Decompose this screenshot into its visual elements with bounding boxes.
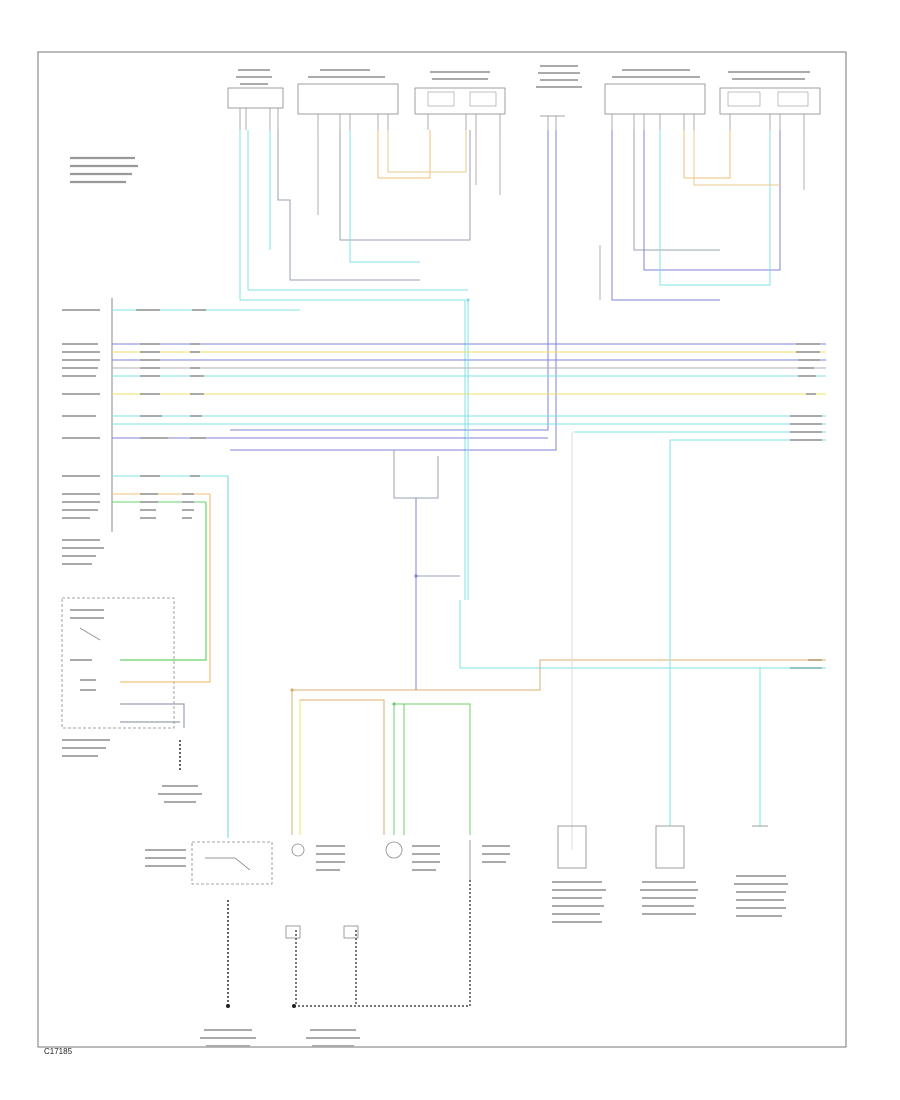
passenger-door-module	[604, 69, 706, 115]
module-right	[734, 825, 788, 917]
diagram-code: C17185	[44, 1047, 73, 1056]
bottom-ground-bus	[226, 880, 471, 1008]
left-switch-wires	[120, 476, 229, 1006]
bcm-pin-labels	[136, 309, 206, 519]
splice-dots	[290, 298, 470, 706]
center-top-connector	[536, 65, 582, 117]
module-engine	[640, 825, 698, 915]
relay-box	[145, 841, 273, 885]
wires-right-door	[230, 130, 805, 451]
module-transmission	[552, 825, 606, 923]
body-control-module	[62, 298, 113, 565]
lamp-center	[385, 841, 440, 871]
switch-right-small	[469, 840, 510, 880]
right-edge-labels	[790, 343, 822, 669]
left-switch-module	[61, 597, 175, 757]
ground-labels	[158, 785, 360, 1047]
top-left-connector	[227, 69, 284, 109]
driver-door-module	[297, 69, 399, 115]
legend	[70, 156, 138, 184]
top-pin-stubs	[239, 108, 805, 130]
lamp-left	[291, 843, 345, 871]
driver-window-motor	[414, 71, 506, 115]
wires-left-door	[239, 130, 501, 600]
diagram-border	[37, 51, 847, 1048]
passenger-window-motor	[719, 71, 821, 115]
center-splice	[291, 300, 826, 850]
bus-wires	[112, 309, 826, 503]
